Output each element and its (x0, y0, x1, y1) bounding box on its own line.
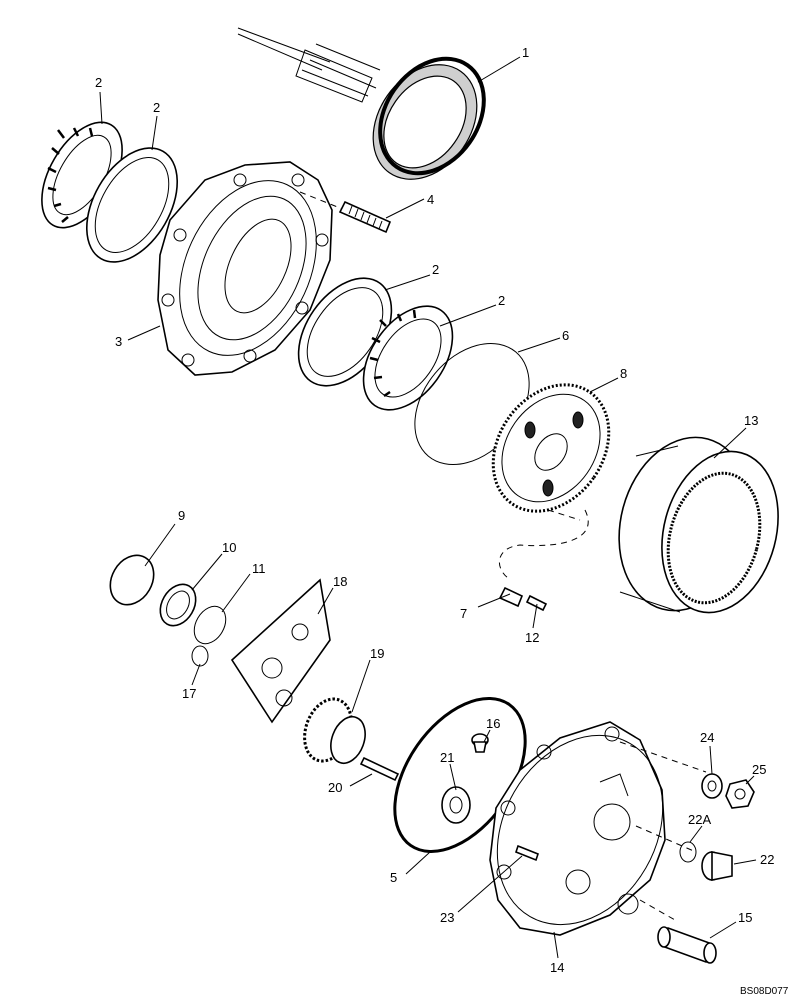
hex-nut (725, 779, 755, 809)
callout-20: 20 (328, 780, 342, 795)
callout-3: 3 (115, 334, 122, 349)
carrier-bolt (525, 594, 548, 612)
plug-o-ring (679, 841, 697, 863)
ring-gear (618, 436, 779, 614)
callout-17: 17 (182, 686, 196, 701)
leader-lines (99, 56, 757, 959)
callout-16: 16 (486, 716, 500, 731)
callout-1: 1 (522, 45, 529, 60)
spacer-washer (159, 583, 197, 627)
callout-2: 2 (498, 293, 505, 308)
bearing-cone-lower (362, 305, 454, 411)
callout-15: 15 (738, 910, 752, 925)
callout-24: 24 (700, 730, 714, 745)
planet-carrier-gear (491, 383, 611, 513)
callout-labels: 1 2 2 2 2 3 4 5 6 7 8 9 10 11 12 13 14 1… (95, 45, 774, 975)
seal-ring (372, 56, 486, 180)
sealing-washer (701, 773, 723, 799)
disconnect-cap (657, 926, 717, 964)
callout-19: 19 (370, 646, 384, 661)
callout-9: 9 (178, 508, 185, 523)
housing-screw (515, 844, 539, 862)
planet-pin (359, 756, 400, 782)
callout-4: 4 (427, 192, 434, 207)
planet-gear (303, 697, 366, 765)
axle-shaft (237, 27, 381, 103)
magnetic-plug (471, 733, 489, 753)
callout-13: 13 (744, 413, 758, 428)
small-retaining-ring (191, 645, 209, 667)
figure-reference-code: BS08D077 (740, 986, 789, 997)
bearing-cup-upper (85, 147, 179, 263)
wheel-stud (299, 191, 392, 234)
thrust-plate (230, 578, 331, 724)
callout-2: 2 (432, 262, 439, 277)
callout-8: 8 (620, 366, 627, 381)
retaining-ring (193, 605, 227, 645)
callout-5: 5 (390, 870, 397, 885)
callout-18: 18 (333, 574, 347, 589)
thrust-washer (109, 554, 155, 606)
callout-21: 21 (440, 750, 454, 765)
wheel-hub (157, 161, 333, 376)
callout-2: 2 (95, 75, 102, 90)
callout-22: 22 (760, 852, 774, 867)
callout-14: 14 (550, 960, 564, 975)
thrust-washer-small (441, 786, 471, 824)
callout-11: 11 (252, 561, 266, 576)
callout-2: 2 (153, 100, 160, 115)
callout-25: 25 (752, 762, 766, 777)
callout-10: 10 (222, 540, 236, 555)
callout-6: 6 (562, 328, 569, 343)
callout-12: 12 (525, 630, 539, 645)
callout-7: 7 (460, 606, 467, 621)
drain-plug (701, 851, 733, 881)
callout-22a: 22A (688, 812, 711, 827)
callout-23: 23 (440, 910, 454, 925)
planetary-housing (489, 721, 666, 936)
carrier-pin (498, 586, 524, 608)
